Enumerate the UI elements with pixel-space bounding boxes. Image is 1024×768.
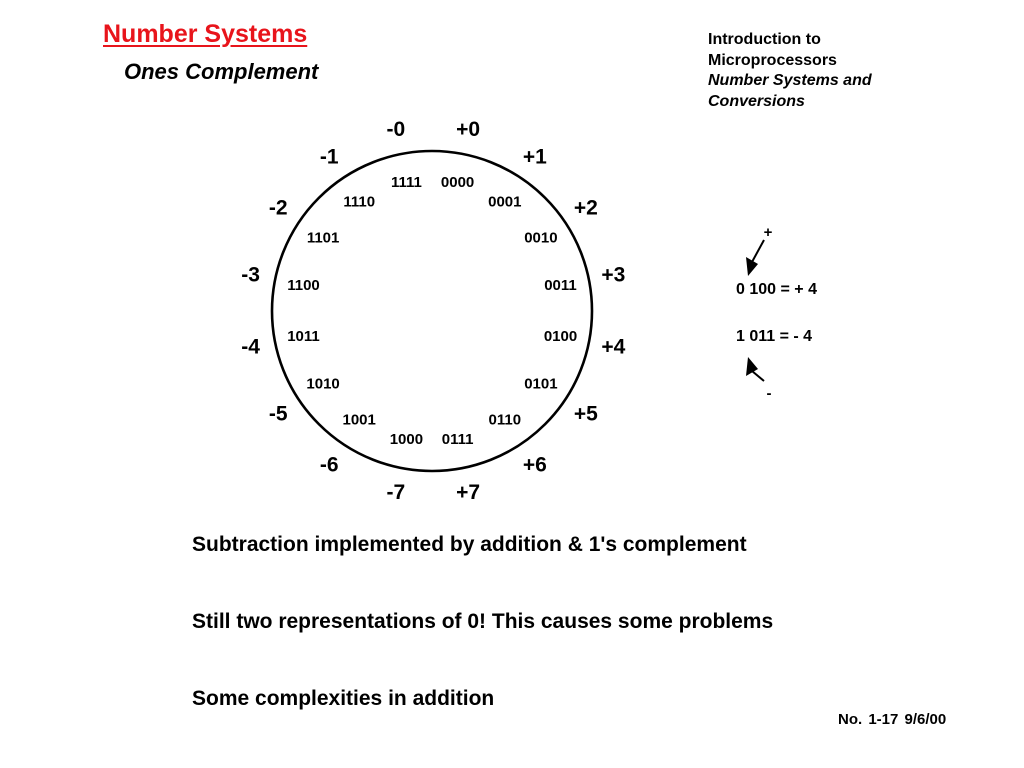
binary-code-0000: 0000 [441,174,474,191]
decimal-value-4: +4 [601,336,625,359]
decimal-value-12: -3 [241,263,260,286]
binary-code-0100: 0100 [544,328,577,345]
binary-code-1100: 1100 [287,277,320,294]
binary-code-1101: 1101 [307,230,340,247]
decimal-value-15: -0 [387,118,406,141]
decimal-value-10: -5 [269,402,288,425]
decimal-value-5: +5 [574,402,598,425]
decimal-value-13: -2 [269,197,288,220]
page-subtitle: Ones Complement [124,59,319,84]
binary-code-0010: 0010 [524,230,557,247]
binary-code-1011: 1011 [287,328,320,345]
binary-code-1110: 1110 [343,194,375,211]
sign-bit-example: + 0 100 = + 4 1 011 = - 4 - [736,224,817,402]
binary-code-1001: 1001 [343,411,376,428]
plus-sign-label: + [764,224,773,241]
plus-arrow-shaft [751,239,765,263]
decimal-value-9: -6 [320,453,339,476]
decimal-value-7: +7 [456,481,480,504]
decimal-value-2: +2 [574,197,598,220]
binary-code-1111: 1111 [391,174,422,191]
arrow-down-left-icon [746,257,758,276]
binary-code-0011: 0011 [544,277,577,294]
binary-code-0101: 0101 [524,375,557,392]
binary-code-0001: 0001 [488,194,521,211]
course-line-1: Introduction to [708,31,821,48]
bullet-3: Some complexities in addition [192,687,495,710]
number-wheel-circle [270,149,594,473]
course-line-4: Conversions [708,92,805,110]
course-line-2: Microprocessors [708,51,837,69]
decimal-value-3: +3 [601,263,625,286]
minus-arrow-shaft [751,370,765,382]
example-negative: 1 011 = - 4 [736,328,812,345]
bullet-2: Still two representations of 0! This cau… [192,610,774,633]
page-title: Number Systems [103,20,308,48]
minus-sign-label: - [767,385,772,402]
bullet-1: Subtraction implemented by addition & 1'… [192,533,747,556]
decimal-value-0: +0 [456,118,480,141]
course-line-3: Number Systems and [708,72,872,89]
decimal-value-11: -4 [241,336,260,359]
example-positive: 0 100 = + 4 [736,281,817,298]
decimal-value-14: -1 [320,146,339,169]
arrow-up-left-icon [746,357,758,376]
binary-code-1010: 1010 [306,375,339,392]
decimal-value-1: +1 [523,146,547,169]
binary-code-1000: 1000 [390,431,423,448]
course-info: Introduction to Microprocessors Number S… [708,30,872,112]
wheel-labels: 0000 +0 0001 +1 0010 +2 0011 +3 0100 +4 0101 +5 0110… [241,118,625,504]
binary-code-0111: 0111 [442,431,474,448]
decimal-value-6: +6 [523,453,547,476]
decimal-value-8: -7 [387,481,406,504]
binary-code-0110: 0110 [489,411,522,428]
slide-footer: No. 1-17 9/6/00 [838,711,947,728]
